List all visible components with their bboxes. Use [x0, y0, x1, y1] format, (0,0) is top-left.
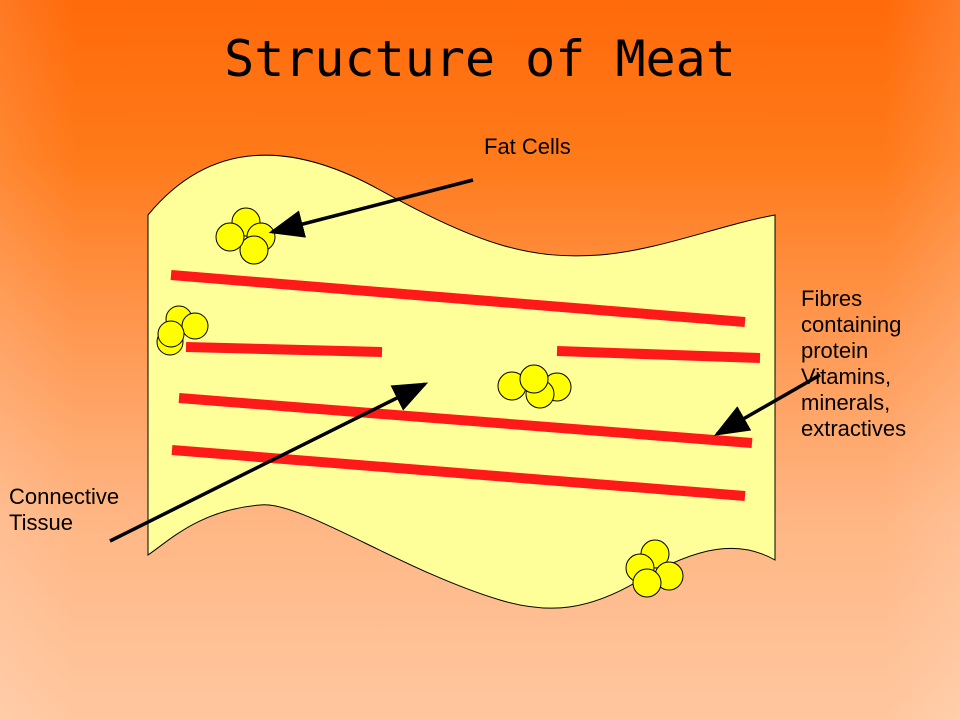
fibres-label-line: extractives: [801, 416, 907, 441]
fat-cell-cluster: [625, 539, 684, 598]
connective-tissue-label-line: Tissue: [9, 510, 73, 535]
fat-cells-label: Fat Cells: [484, 134, 571, 159]
fat-cells-arrow: [268, 178, 474, 238]
fat-cell-cluster: [215, 207, 276, 265]
fibre-line: [170, 270, 746, 327]
fibre-line: [556, 346, 761, 363]
fibre-line: [171, 445, 746, 501]
connective-tissue-label: Connective Tissue: [9, 484, 119, 536]
fibre-line: [185, 342, 383, 357]
muscle-fibres: [170, 270, 761, 501]
fibres-arrow: [713, 373, 821, 436]
slide-title: Structure of Meat: [224, 30, 736, 88]
fat-cell-cluster: [156, 305, 209, 356]
fibres-label-line: minerals,: [801, 390, 891, 415]
meat-sheet: [147, 154, 776, 609]
fibres-label: Fibres containing protein Vitamins, mine…: [801, 286, 906, 442]
fat-cell-cluster: [497, 364, 572, 409]
fibres-label-line: protein: [801, 338, 869, 363]
connective-tissue-label-line: Connective: [9, 484, 120, 509]
fibres-label-line: Vitamins,: [801, 364, 892, 389]
fibres-label-line: Fibres: [801, 286, 863, 311]
connective-tissue-arrow: [109, 382, 429, 543]
fibre-line: [178, 393, 753, 448]
fibres-label-line: containing: [801, 312, 902, 337]
